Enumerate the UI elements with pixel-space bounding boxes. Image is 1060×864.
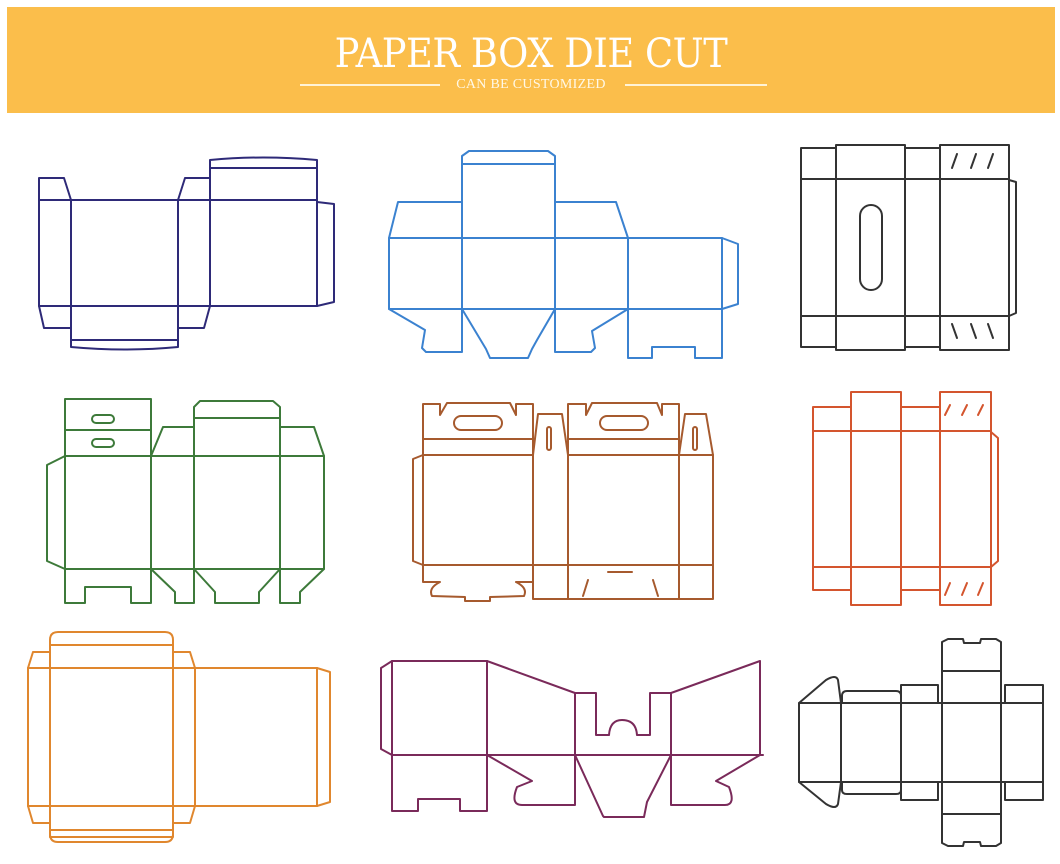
page-subtitle: CAN BE CUSTOMIZED xyxy=(456,77,606,92)
page-title: PAPER BOX DIE CUT xyxy=(334,31,728,77)
divider-left xyxy=(300,84,440,86)
divider-right xyxy=(625,84,767,86)
header-banner: PAPER BOX DIE CUT CAN BE CUSTOMIZED xyxy=(7,7,1055,113)
subtitle-row: CAN BE CUSTOMIZED xyxy=(7,76,1055,94)
